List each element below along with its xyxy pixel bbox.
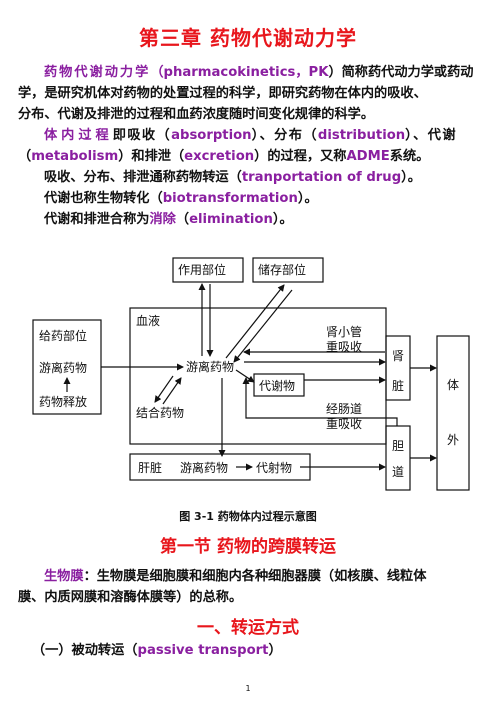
process-t6: ）的过程，又称 [254,149,347,164]
elim-t1: 代谢和排泄合称为 [44,212,150,227]
pk-term: 药物代谢动力学 [44,65,151,80]
intro-paren-open: （ [150,65,164,80]
renal-tubule-label-1: 肾小管 [326,324,362,339]
biotrans-en: biotransformation [162,191,298,206]
bound-drug-label: 结合药物 [136,405,184,420]
kidney-label-2: 脏 [392,378,404,393]
membrane-paragraph: 生物膜：生物膜是细胞膜和细胞内各种细胞器膜（如核膜、线粒体 膜、内质网膜和溶酶体… [18,566,484,608]
process-t2: ）、分布（ [251,128,318,143]
intro-line2: 学，是研究机体对药物的处置过程的科学，即研究药物在体内的吸收、 [18,86,427,101]
adme-term: ADME [346,149,390,164]
renal-tubule-label-2: 重吸收 [326,340,362,354]
elimination-term: 消除 [149,212,176,227]
liver-label: 肝脏 [138,460,162,475]
pk-term-en: pharmacokinetics，PK [163,65,329,80]
intro-paragraph: 药物代谢动力学（pharmacokinetics，PK）简称药代动力学或药动 学… [18,62,484,125]
admin-site-label: 给药部位 [39,328,87,343]
bile-box [385,425,411,491]
excretion-term: excretion [184,149,255,164]
process-t4: （ [18,149,32,164]
metabolite-label: 代谢物 [259,378,295,393]
elim-t3: ）。 [272,212,293,227]
process-t7: 系统。 [389,149,430,164]
from-bound-arrow [162,377,182,405]
passive-t2: ） [268,643,282,658]
site-storage-box [252,257,324,283]
enterohepatic-label-1: 经肠道 [326,402,362,416]
membrane-line2: 膜、内质网膜和溶酶体膜等）的总称。 [18,590,243,605]
passive-en: passive transport [137,643,269,658]
passive-t1: （一）被动转运（ [32,643,138,658]
site-storage-label: 储存部位 [258,262,306,277]
elim-t2: （ [175,212,190,227]
metabolism-term: metabolism [31,149,119,164]
process-t1: 即吸收（ [112,128,172,143]
biotrans-t1: 代谢也称生物转化（ [44,191,163,206]
transport-t1: 吸收、分布、排泄通称药物转运（ [44,170,242,185]
to-storage-arrow [225,284,285,359]
drug-release-label: 药物释放 [39,394,87,409]
elimination-en: elimination [189,212,273,227]
transport-line: 吸收、分布、排泄通称药物转运（tranportation of drug）。 [18,167,484,188]
transport-en: tranportation of drug [241,170,402,185]
process-paragraph: 体内过程即吸收（absorption）、分布（distribution）、代谢 … [18,125,484,167]
liver-metabolite-label: 代射物 [256,460,292,475]
outside-label-2: 外 [447,433,459,447]
enterohepatic-arrow [242,377,398,426]
membrane-term: 生物膜 [44,569,84,584]
process-term: 体内过程 [44,128,113,143]
section-title: 第一节 药物的跨膜转运 [160,537,336,557]
free-drug-left-label: 游离药物 [39,360,87,375]
process-t5: ）和排泄（ [118,149,185,164]
biotrans-line: 代谢也称生物转化（biotransformation）。 [18,188,484,209]
to-bound-arrow [154,375,174,403]
enterohepatic-label-2: 重吸收 [326,417,362,431]
transport-t2: ）。 [401,170,421,185]
membrane-line1: ：生物膜是细胞膜和细胞内各种细胞器膜（如核膜、线粒体 [83,569,427,584]
from-storage-arrow [233,289,293,363]
metabolism-arrow [235,369,255,383]
intro-line1-rest: ）简称药代动力学或药动 [328,65,474,80]
absorption-term: absorption [171,128,252,143]
bile-label-1: 胆 [392,439,404,453]
process-t3: ）、代谢 [405,128,457,143]
intro-line3: 分布、代谢及排泄的过程和血药浓度随时间变化规律的科学。 [18,107,375,122]
kidney-label-1: 肾 [392,349,404,363]
free-drug-center-label: 游离药物 [186,359,234,374]
distribution-term: distribution [317,128,406,143]
liver-free-drug-label: 游离药物 [180,460,228,475]
passive-transport-line: （一）被动转运（passive transport） [18,640,484,661]
site-action-label: 作用部位 [178,262,226,277]
bile-label-2: 道 [392,465,404,479]
biotrans-t2: ）。 [297,191,318,206]
outside-label-1: 体 [447,378,459,392]
elimination-line: 代谢和排泄合称为消除（elimination）。 [18,209,484,230]
blood-label: 血液 [136,313,160,328]
site-action-box [172,257,244,283]
outside-box [436,335,470,491]
figure-caption: 图 3-1 药物体内过程示意图 [179,510,317,523]
chapter-title: 第三章 药物代谢动力学 [139,26,357,50]
metabolite-box [253,373,305,397]
subsection-title: 一、转运方式 [197,618,299,638]
page-number: 1 [245,684,251,693]
